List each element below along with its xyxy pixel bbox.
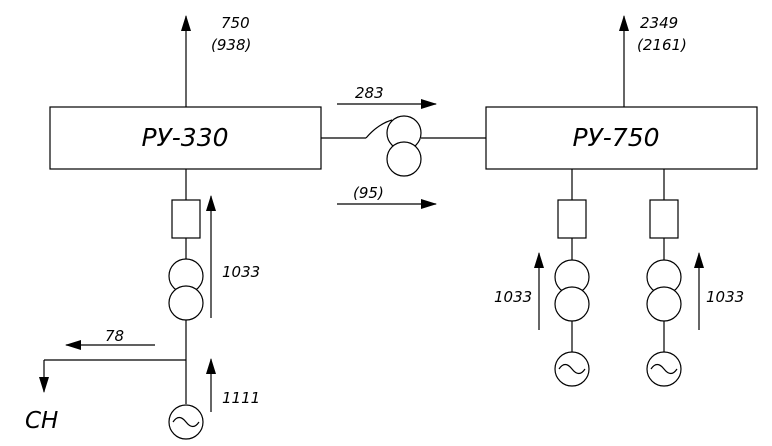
ru750-right-transformer-winding-2	[646, 286, 682, 322]
ru750-left-transformer-winding-2	[554, 286, 590, 322]
gen330-block-flow: 1033	[222, 263, 260, 281]
ru750-out-flow: 2349	[640, 14, 678, 32]
aux-flow: 78	[105, 327, 124, 345]
ru750-generator-block-left	[554, 169, 590, 387]
ru330-breaker	[171, 199, 201, 239]
aux-branch	[39, 359, 186, 393]
tie-flow-top: 283	[355, 84, 384, 102]
ru750-label: РУ-750	[572, 123, 659, 152]
ru750-generator-block-right	[646, 169, 682, 387]
tie-flow-bottom: (95)	[353, 184, 384, 202]
ru750-left-breaker	[557, 199, 587, 239]
gen750-left-flow: 1033	[494, 288, 532, 306]
ru330-generator-sine-icon	[172, 416, 200, 428]
ru330-switchgear	[49, 106, 322, 170]
ru750-switchgear	[485, 106, 758, 170]
gen750-right-flow: 1033	[706, 288, 744, 306]
ru750-right-breaker	[649, 199, 679, 239]
ru330-transformer-winding-2	[168, 285, 204, 321]
ru750-left-generator-sine-icon	[558, 363, 586, 375]
ru330-out-flow-alt: (938)	[211, 36, 251, 54]
tie-autotransformer	[321, 115, 486, 177]
ru330-generator-block	[168, 169, 204, 440]
ru330-label: РУ-330	[141, 123, 228, 152]
aux-label: СН	[25, 408, 58, 434]
gen330-flow: 1111	[222, 389, 260, 407]
ru750-out-flow-alt: (2161)	[637, 36, 687, 54]
ru330-out-flow: 750	[221, 14, 250, 32]
ru750-right-generator-sine-icon	[650, 363, 678, 375]
